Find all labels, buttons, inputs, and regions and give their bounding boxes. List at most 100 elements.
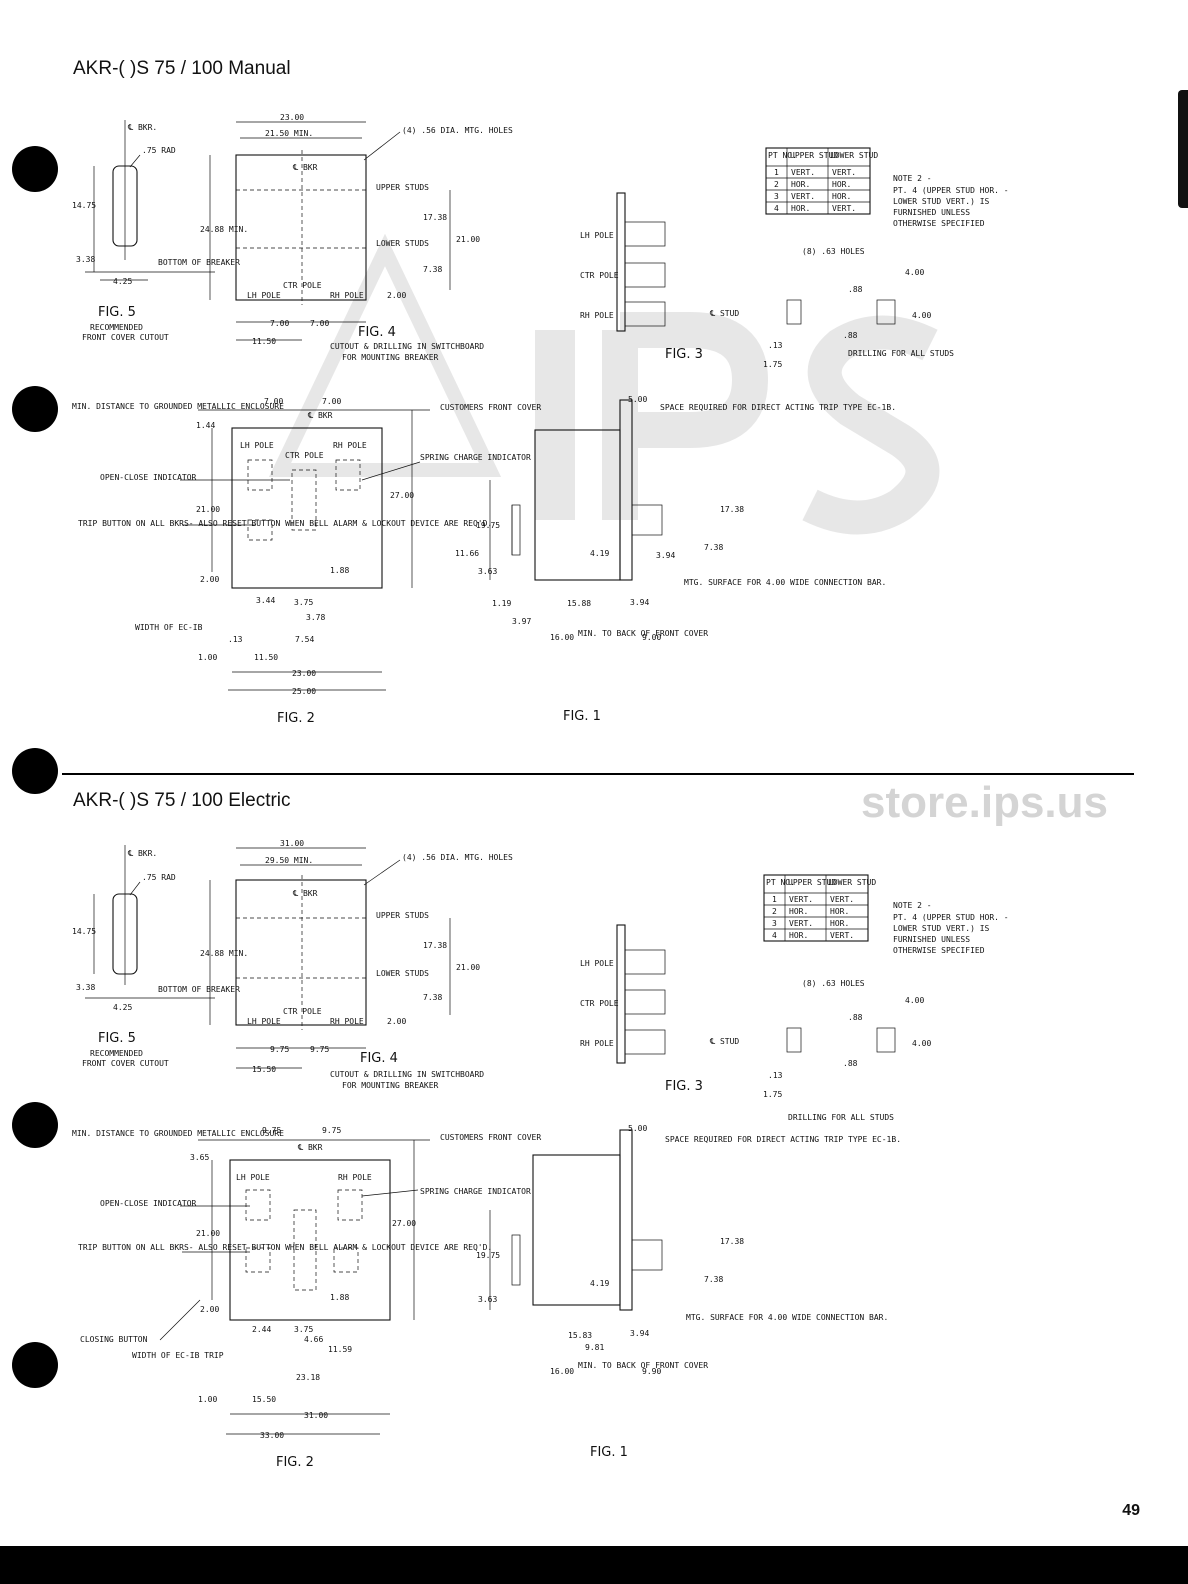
svg-text:21.00: 21.00 [456,963,480,972]
svg-text:VERT.: VERT. [830,931,854,940]
svg-text:1.75: 1.75 [763,1090,782,1099]
svg-text:7.00: 7.00 [270,319,289,328]
manual-stud-table: PT NO. UPPER STUD LOWER STUD 1 VERT. VER… [765,147,1009,228]
svg-text:PT. 4 (UPPER STUD HOR. -: PT. 4 (UPPER STUD HOR. - [893,186,1009,195]
svg-text:FURNISHED UNLESS: FURNISHED UNLESS [893,935,970,944]
page-number: 49 [1122,1502,1140,1519]
svg-text:5.00: 5.00 [628,395,647,404]
svg-text:9.75: 9.75 [262,1126,281,1135]
svg-text:17.38: 17.38 [423,941,447,950]
svg-text:HOR.: HOR. [830,919,849,928]
section-divider [62,773,1134,775]
svg-text:HOR.: HOR. [832,180,851,189]
svg-text:UPPER STUDS: UPPER STUDS [376,911,429,920]
fig5-caption: FIG. 5 [98,1031,136,1046]
svg-text:CTR POLE: CTR POLE [580,271,619,280]
svg-text:.88: .88 [848,285,863,294]
svg-text:7.00: 7.00 [264,397,283,406]
svg-text:LH POLE: LH POLE [580,231,614,240]
svg-text:3: 3 [774,192,779,201]
svg-text:11.66: 11.66 [455,549,479,558]
svg-text:NOTE 2 -: NOTE 2 - [893,901,932,910]
svg-text:.13: .13 [228,635,243,644]
svg-text:7.38: 7.38 [704,543,723,552]
svg-text:LOWER STUDS: LOWER STUDS [376,969,429,978]
svg-text:4.00: 4.00 [905,268,924,277]
scan-edge-mark [1178,90,1188,208]
svg-text:7.00: 7.00 [322,397,341,406]
svg-text:1: 1 [772,895,777,904]
svg-text:2.00: 2.00 [387,291,406,300]
svg-text:14.75: 14.75 [72,927,96,936]
svg-text:OPEN-CLOSE INDICATOR: OPEN-CLOSE INDICATOR [100,1199,197,1208]
svg-text:CTR POLE: CTR POLE [283,281,322,290]
svg-text:SPRING CHARGE INDICATOR: SPRING CHARGE INDICATOR [420,1187,531,1196]
electric-fig4: 31.00 29.50 MIN. (4) .56 DIA. MTG. HOLES… [200,839,513,1090]
svg-text:FOR MOUNTING BREAKER: FOR MOUNTING BREAKER [342,1081,439,1090]
svg-text:RH POLE: RH POLE [330,291,364,300]
fig4-caption: FIG. 4 [358,325,396,340]
svg-text:℄ BKR: ℄ BKR [307,411,333,420]
svg-text:31.00: 31.00 [280,839,304,848]
fig5-caption: FIG. 5 [98,305,136,320]
svg-text:PT NO.: PT NO. [766,878,795,887]
svg-text:LH POLE: LH POLE [240,441,274,450]
fig3-caption: FIG. 3 [665,1079,703,1094]
svg-text:VERT.: VERT. [832,204,856,213]
ips-logo-watermark [268,233,940,535]
svg-text:UPPER STUD: UPPER STUD [788,878,836,887]
svg-text:1.88: 1.88 [330,1293,349,1302]
svg-text:27.00: 27.00 [392,1219,416,1228]
svg-text:1.88: 1.88 [330,566,349,575]
svg-text:19.75: 19.75 [476,1251,500,1260]
fig1-caption: FIG. 1 [590,1445,628,1460]
svg-text:LH POLE: LH POLE [580,959,614,968]
svg-text:MIN. TO BACK OF FRONT COVER: MIN. TO BACK OF FRONT COVER [578,629,708,638]
svg-text:LOWER STUD VERT.) IS: LOWER STUD VERT.) IS [893,924,990,933]
svg-text:℄ STUD: ℄ STUD [709,309,739,318]
svg-text:3.38: 3.38 [76,983,95,992]
svg-text:4.00: 4.00 [905,996,924,1005]
svg-text:2: 2 [774,180,779,189]
svg-text:LH POLE: LH POLE [247,291,281,300]
svg-text:16.00: 16.00 [550,633,574,642]
scan-bottom-edge [0,1546,1188,1584]
svg-text:CUTOUT & DRILLING IN SWITCHBOA: CUTOUT & DRILLING IN SWITCHBOARD [330,342,484,351]
svg-text:9.81: 9.81 [585,1343,604,1352]
svg-text:11.50: 11.50 [254,653,278,662]
svg-text:MTG. SURFACE FOR 4.00 WIDE CON: MTG. SURFACE FOR 4.00 WIDE CONNECTION BA… [686,1313,888,1322]
svg-text:4.00: 4.00 [912,311,931,320]
svg-text:1.00: 1.00 [198,653,217,662]
svg-text:17.38: 17.38 [423,213,447,222]
svg-text:TRIP BUTTON ON ALL BKRS- ALSO: TRIP BUTTON ON ALL BKRS- ALSO RESET BUTT… [78,1243,492,1252]
svg-text:2.00: 2.00 [200,575,219,584]
svg-text:2.00: 2.00 [200,1305,219,1314]
svg-text:RH POLE: RH POLE [580,1039,614,1048]
electric-fig2: MIN. DISTANCE TO GROUNDED METALLIC ENCLO… [72,1126,531,1470]
svg-text:7.54: 7.54 [295,635,314,644]
svg-text:HOR.: HOR. [789,907,808,916]
svg-text:PT NO.: PT NO. [768,151,797,160]
svg-text:LOWER STUD VERT.) IS: LOWER STUD VERT.) IS [893,197,990,206]
svg-text:9.00: 9.00 [642,633,661,642]
svg-text:MIN. DISTANCE TO GROUNDED META: MIN. DISTANCE TO GROUNDED METALLIC ENCLO… [72,402,284,411]
manual-fig4: 23.00 21.50 MIN. (4) .56 DIA. MTG. HOLES… [200,113,513,362]
svg-text:℄ STUD: ℄ STUD [709,1037,739,1046]
svg-text:FOR MOUNTING BREAKER: FOR MOUNTING BREAKER [342,353,439,362]
svg-text:3.78: 3.78 [306,613,325,622]
svg-text:℄ BKR: ℄ BKR [292,889,318,898]
svg-text:OTHERWISE SPECIFIED: OTHERWISE SPECIFIED [893,946,985,955]
svg-text:FRONT COVER CUTOUT: FRONT COVER CUTOUT [82,1059,169,1068]
svg-text:3.94: 3.94 [630,1329,649,1338]
svg-text:(4) .56 DIA. MTG. HOLES: (4) .56 DIA. MTG. HOLES [402,126,513,135]
svg-text:LH POLE: LH POLE [247,1017,281,1026]
svg-text:DRILLING FOR ALL STUDS: DRILLING FOR ALL STUDS [788,1113,894,1122]
svg-text:31.00: 31.00 [304,1411,328,1420]
svg-text:4: 4 [774,204,779,213]
electric-fig5: ℄ BKR. .75 RAD 14.75 3.38 4.25 BOTTOM OF… [72,845,240,1068]
electric-fig1: CUSTOMERS FRONT COVER SPACE REQUIRED FOR… [440,1124,901,1460]
svg-text:4.19: 4.19 [590,1279,609,1288]
manual-fig1: CUSTOMERS FRONT COVER SPACE REQUIRED FOR… [440,395,896,724]
svg-text:.13: .13 [768,1071,783,1080]
svg-text:HOR.: HOR. [791,180,810,189]
